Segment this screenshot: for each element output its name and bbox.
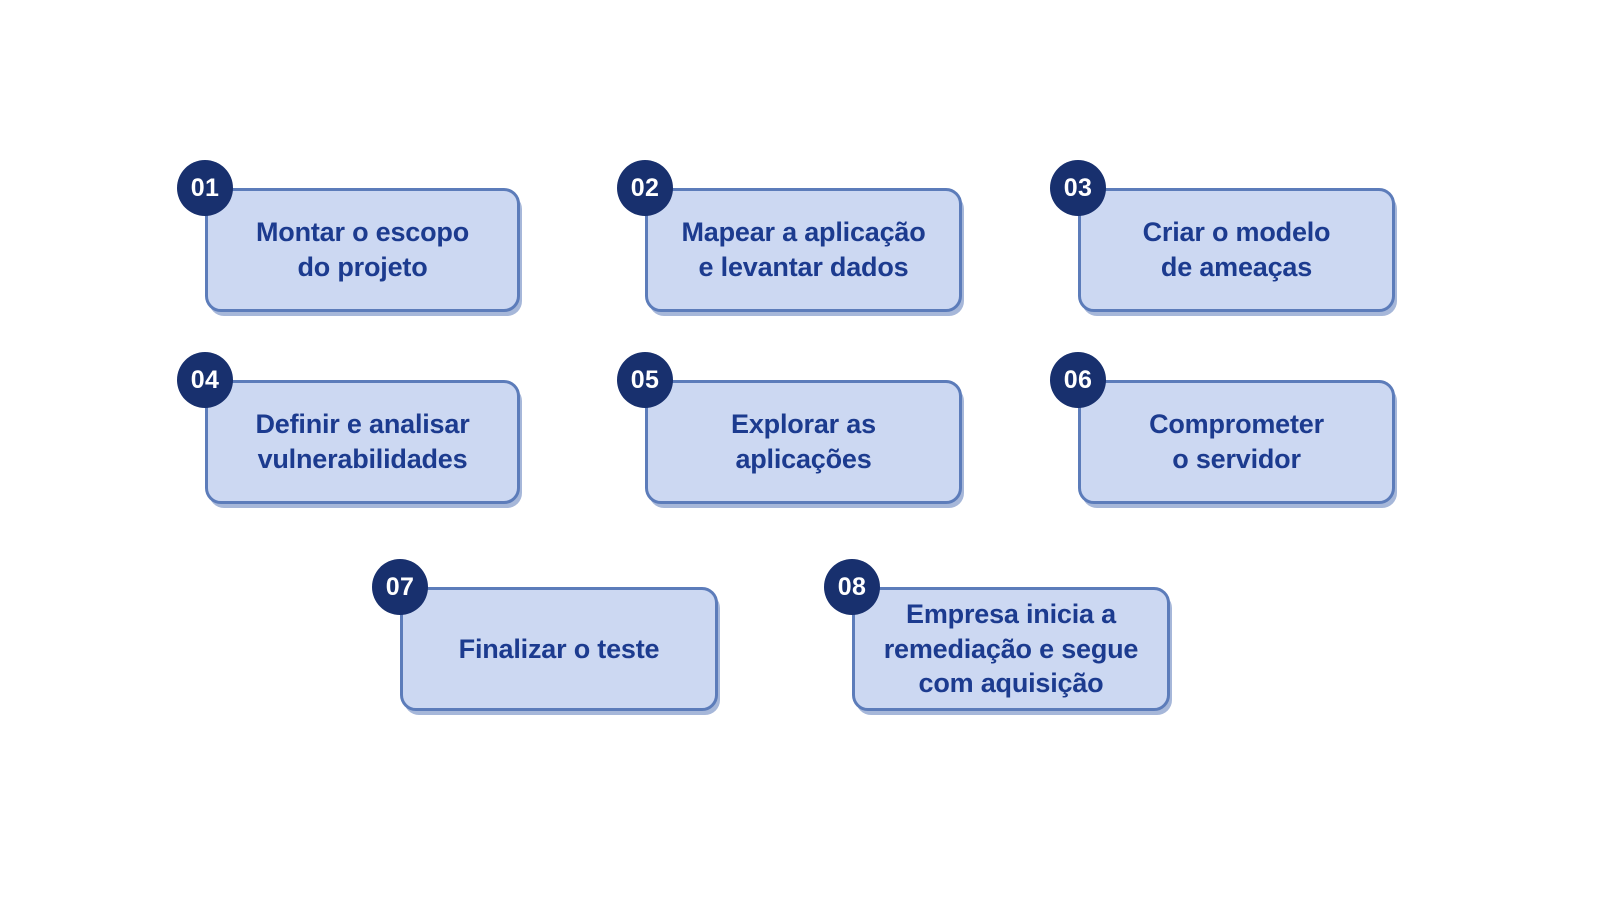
step-label: Empresa inicia a remediação e segue com …	[883, 599, 1139, 699]
step-label: Comprometer o servidor	[1149, 409, 1324, 474]
step-label: Finalizar o teste	[458, 633, 660, 664]
step-07: Finalizar o teste 07	[372, 559, 718, 711]
step-card[interactable]: Criar o modelo de ameaças	[1078, 188, 1395, 312]
step-card[interactable]: Mapear a aplicação e levantar dados	[645, 188, 962, 312]
step-06: Comprometer o servidor 06	[1050, 352, 1395, 504]
step-card[interactable]: Finalizar o teste	[400, 587, 718, 711]
step-label: Mapear a aplicação e levantar dados	[681, 217, 926, 282]
step-04: Definir e analisar vulnerabilidades 04	[177, 352, 520, 504]
step-card[interactable]: Comprometer o servidor	[1078, 380, 1395, 504]
step-label: Definir e analisar vulnerabilidades	[255, 409, 470, 474]
step-number-badge: 04	[177, 352, 233, 408]
step-card[interactable]: Montar o escopo do projeto	[205, 188, 520, 312]
step-card[interactable]: Definir e analisar vulnerabilidades	[205, 380, 520, 504]
step-number-badge: 02	[617, 160, 673, 216]
step-number-badge: 03	[1050, 160, 1106, 216]
step-number-badge: 01	[177, 160, 233, 216]
step-label: Criar o modelo de ameaças	[1142, 217, 1331, 282]
step-01: Montar o escopo do projeto 01	[177, 160, 520, 312]
step-number-badge: 06	[1050, 352, 1106, 408]
step-number-badge: 08	[824, 559, 880, 615]
step-05: Explorar as aplicações 05	[617, 352, 962, 504]
step-08: Empresa inicia a remediação e segue com …	[824, 559, 1170, 711]
step-label: Explorar as aplicações	[731, 409, 876, 474]
step-label: Montar o escopo do projeto	[255, 217, 469, 282]
step-card[interactable]: Explorar as aplicações	[645, 380, 962, 504]
step-number-badge: 07	[372, 559, 428, 615]
step-card[interactable]: Empresa inicia a remediação e segue com …	[852, 587, 1170, 711]
step-03: Criar o modelo de ameaças 03	[1050, 160, 1395, 312]
step-number-badge: 05	[617, 352, 673, 408]
